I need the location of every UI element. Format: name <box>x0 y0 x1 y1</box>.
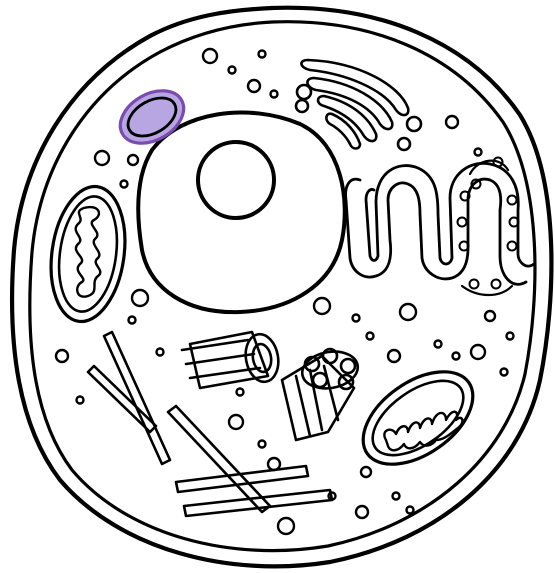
centriole-vertical <box>282 347 361 440</box>
endoplasmic-reticulum <box>346 158 534 296</box>
highlighted-lysosome <box>111 80 193 154</box>
mitochondrion-left <box>43 182 133 327</box>
nucleolus <box>198 142 274 218</box>
centriole-horizontal <box>182 332 282 388</box>
nucleus <box>138 112 344 312</box>
golgi-apparatus <box>296 60 421 150</box>
mitochondrion-right <box>347 353 490 483</box>
